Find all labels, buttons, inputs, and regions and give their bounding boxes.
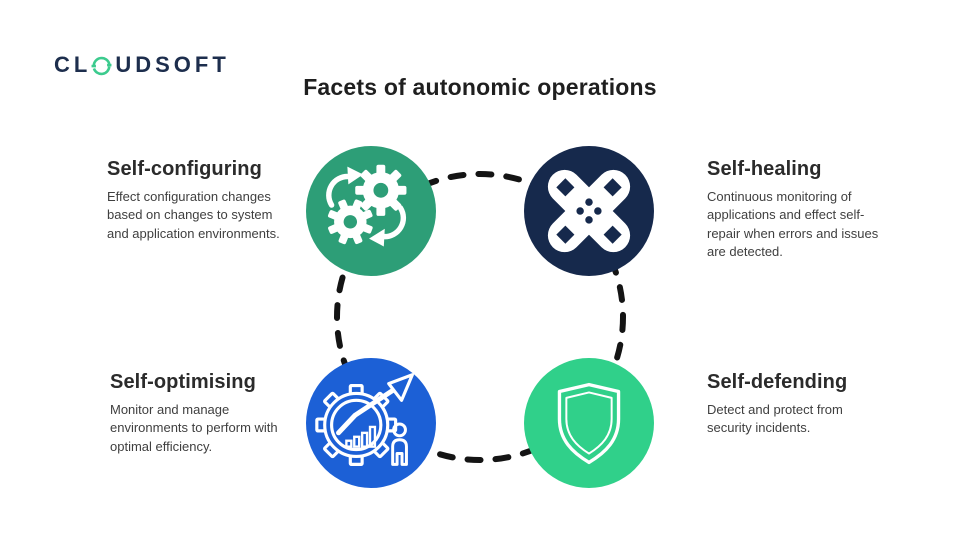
self-healing-text-block: Self-healing Continuous monitoring of ap… — [707, 158, 907, 262]
facet-description: Continuous monitoring of applications an… — [707, 189, 879, 260]
self-configuring-circle — [306, 146, 436, 276]
logo-o-ring-icon — [90, 54, 113, 77]
logo-text-suffix: UDSOFT — [115, 52, 230, 77]
shield-icon — [557, 382, 621, 465]
self-configuring-text-block: Self-configuring Effect configuration ch… — [107, 158, 307, 243]
self-optimising-text-block: Self-optimising Monitor and manage envir… — [110, 371, 310, 456]
facet-heading: Self-configuring — [107, 158, 262, 180]
facet-description: Effect configuration changes based on ch… — [107, 189, 280, 241]
facet-description: Monitor and manage environments to perfo… — [110, 402, 278, 454]
self-optimising-circle — [306, 358, 436, 488]
crossed-bandages-icon — [547, 169, 631, 253]
self-healing-circle — [524, 146, 654, 276]
self-defending-circle — [524, 358, 654, 488]
logo-text-prefix: CL — [54, 52, 92, 77]
facet-heading: Self-defending — [707, 371, 848, 393]
facet-description: Detect and protect from security inciden… — [707, 402, 843, 436]
sync-gears-icon — [326, 164, 407, 247]
self-defending-text-block: Self-defending Detect and protect from s… — [707, 371, 907, 438]
page-title: Facets of autonomic operations — [303, 74, 657, 100]
facet-heading: Self-healing — [707, 158, 822, 180]
gear-growth-chart-icon — [315, 373, 414, 466]
cloudsoft-logo: CL UDSOFT — [54, 52, 230, 78]
facet-heading: Self-optimising — [110, 371, 256, 393]
